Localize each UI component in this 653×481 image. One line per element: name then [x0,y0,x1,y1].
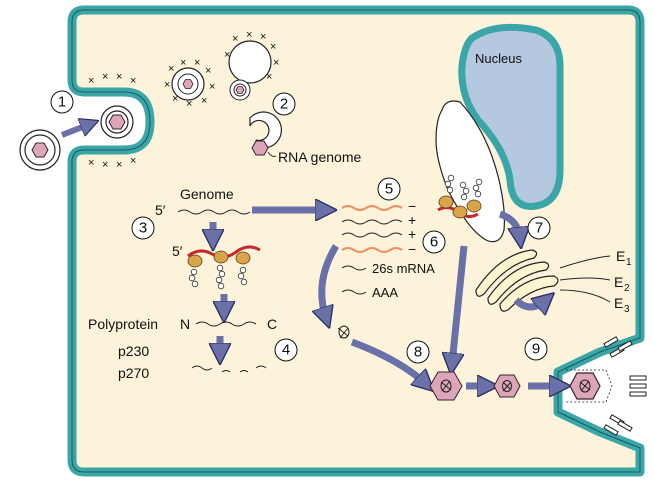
svg-text:×: × [246,29,252,41]
arrow-golgi-to-membrane [513,300,546,307]
svg-text:×: × [164,79,170,91]
svg-text:×: × [172,93,178,105]
svg-text:×: × [273,57,279,69]
c-terminus-label: C [267,316,277,332]
nucleus-label: Nucleus [475,51,522,66]
svg-text:×: × [266,71,272,83]
svg-text:×: × [270,41,276,53]
step-1-marker [50,90,74,114]
arrow-er-to-assembly [452,245,468,364]
step-2-number: 2 [280,96,288,113]
nucleocapsid-2 [493,374,521,398]
step-7-number: 7 [535,220,543,237]
svg-text:×: × [130,75,136,87]
virion-outside [19,129,61,171]
five-prime-top: 5′ [155,202,166,218]
step-4-marker [274,338,298,362]
receptor-marks: × × × × × × × × [88,71,136,171]
step-2-marker [272,92,296,116]
step-6-marker [422,230,446,254]
e3-label: E [614,295,623,311]
p270-label: p270 [118,365,149,381]
svg-text:×: × [116,71,122,83]
strand-3-sign: + [408,226,416,242]
svg-text:×: × [102,159,108,171]
svg-text:×: × [180,57,186,69]
five-prime-lower: 5′ [172,243,183,259]
e1-label: E [616,248,625,264]
step-4-number: 4 [282,342,290,359]
step-9-marker [524,337,548,361]
strand-1-sign: − [408,198,416,214]
arrow-curved-to-capsid [322,244,340,318]
svg-text:×: × [102,71,108,83]
e3-subscript: 3 [624,304,630,315]
replication-strands [341,205,403,295]
nucleocapsid-1 [429,371,463,401]
e1-subscript: 1 [626,257,632,268]
step-6-number: 6 [430,234,438,251]
genome-strand [177,209,251,215]
svg-text:×: × [205,65,211,77]
p230-label: p230 [118,343,149,359]
svg-text:×: × [260,31,266,43]
budding-virion [566,369,613,403]
step-3-marker [131,216,155,240]
uncoating-vesicle [249,111,282,156]
step-5-marker [377,177,401,201]
arrow-capsid-to-assembly [350,338,426,384]
svg-text:×: × [168,63,174,75]
svg-text:×: × [116,159,122,171]
svg-text:×: × [130,155,136,167]
svg-text:×: × [88,157,94,169]
endosome-1: ×××× ××××× [164,57,215,110]
strand-2-sign: + [408,212,416,228]
step-1-number: 1 [58,94,66,111]
step-8-number: 8 [414,344,422,361]
endosome-2: ×××× ××× [224,29,279,101]
cleaved-proteins [191,365,267,373]
virion-endosome-entry [100,105,134,139]
e2-subscript: 2 [624,283,630,294]
step-7-marker [527,216,551,240]
n-terminus-label: N [180,316,190,332]
step-5-number: 5 [385,181,393,198]
aaa-label: AAA [372,285,398,300]
svg-text:×: × [194,57,200,69]
e2-label: E [614,274,623,290]
step-8-marker [406,340,430,364]
polyprotein-strand [195,321,257,327]
svg-text:×: × [209,81,215,93]
rna-genome-strand [267,151,277,157]
cell-membrane-outline [71,9,641,473]
genome-label: Genome [180,186,234,202]
step-3-number: 3 [139,220,147,237]
nucleus [458,23,564,210]
svg-text:×: × [186,98,192,110]
mrna-26s-label: 26s mRNA [372,261,435,276]
capsid-protein-free [337,325,350,339]
svg-text:×: × [224,49,230,61]
glycoprotein-leaders [559,255,611,303]
polyprotein-label: Polyprotein [88,316,158,332]
arrow-er-to-golgi [498,210,520,238]
spike-glycoproteins [603,336,647,436]
step-9-number: 9 [532,341,540,358]
svg-text:×: × [232,33,238,45]
rna-genome-label: RNA genome [278,149,361,165]
polysome [187,245,261,290]
svg-text:×: × [201,95,207,107]
er-bound-polysome [437,174,483,219]
entry-arrow [60,124,90,138]
endoplasmic-reticulum [435,100,505,243]
svg-text:×: × [88,75,94,87]
strand-4-sign: − [408,241,416,257]
